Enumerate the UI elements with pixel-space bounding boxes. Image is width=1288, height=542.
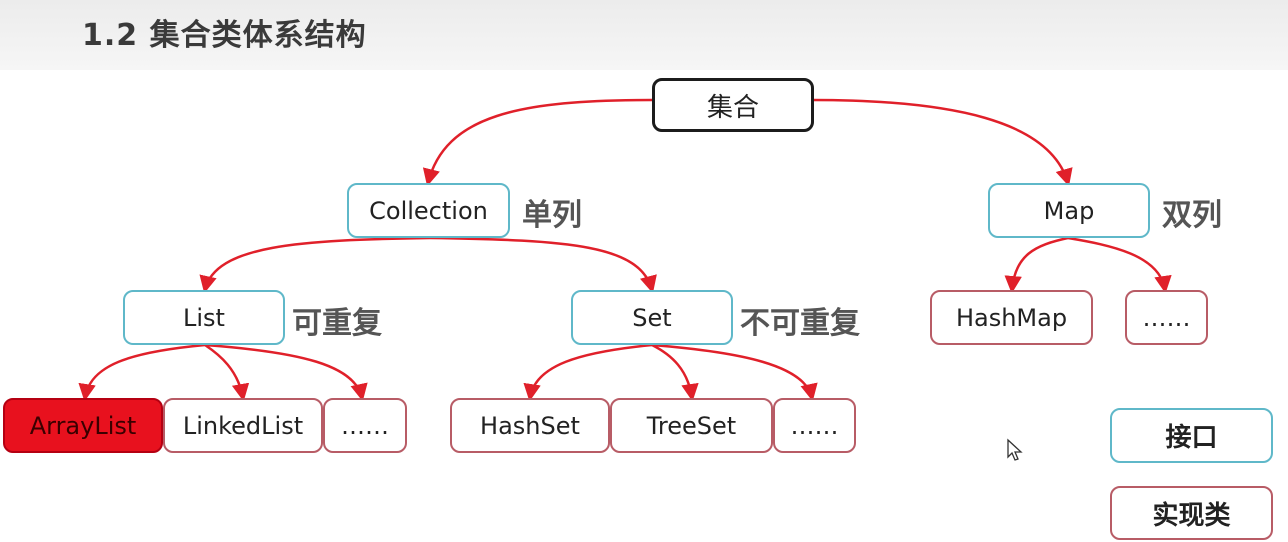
edge-list-linkedlist	[204, 343, 250, 402]
node-linkedlist: LinkedList	[163, 398, 323, 453]
node-hashmap-label: HashMap	[955, 303, 1068, 332]
node-list-label: List	[183, 303, 225, 332]
node-hashmap: HashMap	[930, 290, 1093, 345]
edge-root-collection	[422, 98, 653, 187]
edge-set-more	[651, 343, 818, 402]
legend-implementation: 实现类	[1110, 486, 1273, 540]
node-map-more-label: ……	[1142, 303, 1191, 332]
node-set-more-label: ……	[790, 411, 839, 440]
edge-root-map	[811, 98, 1073, 187]
note-map: 双列	[1162, 198, 1222, 233]
edge-map-hashmap	[1004, 236, 1069, 294]
node-map-label: Map	[1043, 196, 1095, 225]
node-treeset-label: TreeSet	[646, 411, 737, 440]
edge-list-arraylist	[78, 343, 206, 402]
legend-interface-label: 接口	[1165, 423, 1218, 453]
node-arraylist: ArrayList	[3, 398, 163, 453]
node-treeset: TreeSet	[610, 398, 773, 453]
mouse-cursor-icon	[1007, 438, 1023, 461]
edge-collection-list	[199, 236, 431, 294]
node-set-more: ……	[773, 398, 856, 453]
slide-title: 1.2 集合类体系结构	[82, 18, 367, 53]
node-list-more: ……	[323, 398, 407, 453]
edge-collection-set	[429, 236, 657, 294]
legend-interface: 接口	[1110, 408, 1273, 463]
node-root-label: 集合	[706, 92, 759, 123]
node-arraylist-label: ArrayList	[29, 411, 137, 440]
legend-implementation-label: 实现类	[1152, 500, 1231, 531]
note-collection: 单列	[522, 198, 582, 233]
node-linkedlist-label: LinkedList	[182, 411, 304, 440]
node-collection: Collection	[347, 183, 510, 238]
node-list-more-label: ……	[341, 411, 389, 440]
node-map: Map	[988, 183, 1150, 238]
node-hashset: HashSet	[450, 398, 610, 453]
edge-map-more	[1067, 236, 1172, 294]
node-set: Set	[571, 290, 733, 345]
node-collection-label: Collection	[369, 196, 488, 225]
note-list: 可重复	[292, 306, 382, 341]
node-hashset-label: HashSet	[480, 411, 580, 440]
edge-list-more	[204, 343, 368, 402]
node-root: 集合	[652, 78, 814, 132]
title-band	[0, 0, 1288, 70]
node-list: List	[123, 290, 285, 345]
edge-set-treeset	[651, 343, 699, 402]
edge-set-hashset	[523, 343, 653, 402]
node-map-more: ……	[1125, 290, 1208, 345]
note-set: 不可重复	[740, 306, 860, 341]
node-set-label: Set	[632, 303, 672, 332]
